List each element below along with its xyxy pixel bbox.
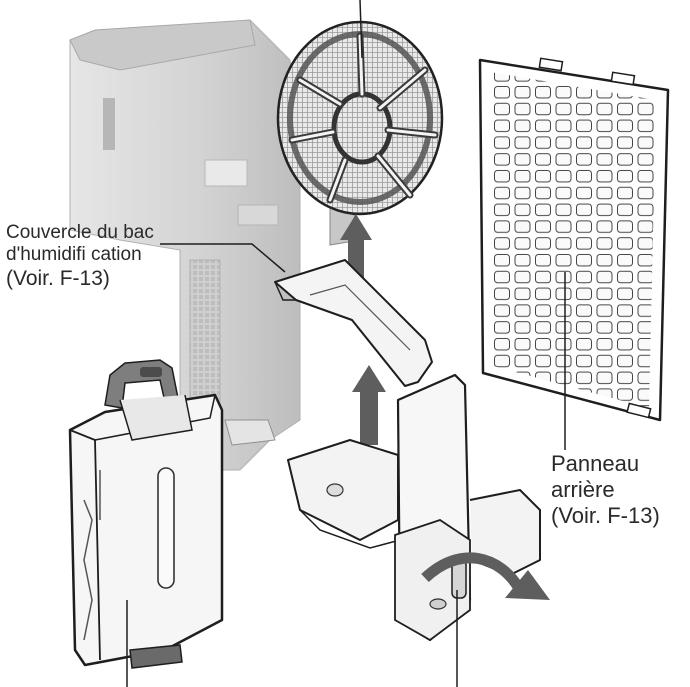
label-back-panel: Panneau arrière (Voir. F-13) [551,451,660,529]
label-humidifier-cover-line2: d'humidifi cation [6,244,142,266]
tank-cap [129,644,183,669]
filter-leader-line [359,0,363,59]
housing-vent [189,259,221,421]
label-humidifier-cover-ref: (Voir. F-13) [6,266,110,290]
water-tank [68,359,224,687]
back-panel [478,57,670,422]
cover-leader-line [160,243,286,273]
label-back-panel-line1: Panneau [551,451,640,476]
label-back-panel-ref: (Voir. F-13) [551,502,660,528]
tank-level-window [157,467,175,589]
lift-arrow-lower [352,365,386,445]
housing-slot [103,98,115,150]
label-humidifier-cover: Couvercle du bac d'humidifi cation (Voir… [6,222,154,292]
label-back-panel-line2: arrière [551,476,615,502]
unit-housing [69,19,301,471]
humidifier-tray [287,373,550,687]
tray-cover [274,259,433,387]
label-humidifier-cover-line1: Couvercle du bac [6,222,154,243]
rotate-arrow [421,552,525,593]
round-filter [276,0,444,246]
